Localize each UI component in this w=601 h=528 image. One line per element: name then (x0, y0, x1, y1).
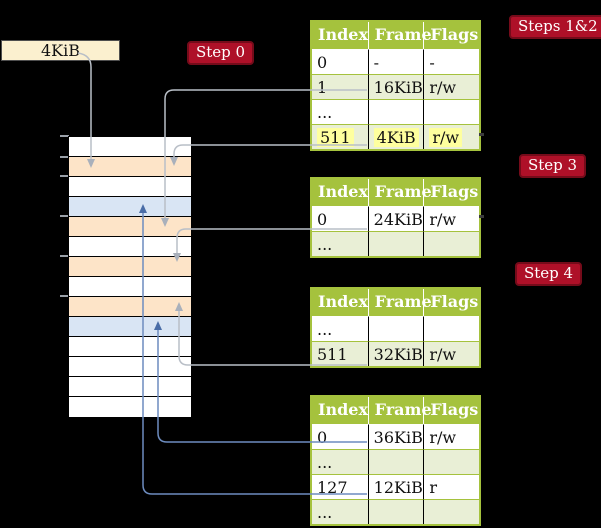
table-cell (423, 99, 479, 124)
table-row: ... (312, 231, 479, 256)
column-header: Flags (423, 289, 479, 316)
column-header: Flags (423, 22, 479, 49)
table-row: ... (312, 99, 479, 124)
badge-step-0: Step 0 (187, 41, 255, 65)
highlighted-value: r/w (429, 127, 463, 147)
memory-row-peach (69, 297, 191, 317)
table-cell: 12KiB (367, 474, 424, 499)
table-cell: ... (312, 449, 368, 474)
address-tick (60, 156, 69, 158)
frame-size-label: 4KiB (40, 41, 80, 60)
table-row: ... (312, 499, 479, 524)
column-header: Index (312, 397, 368, 424)
column-header: Frame (367, 289, 432, 316)
column-header: Index (312, 22, 368, 49)
memory-row-white (69, 237, 191, 257)
table-cell (423, 316, 479, 341)
address-tick (60, 135, 69, 137)
table-cell (423, 449, 479, 474)
table-cell: - (367, 49, 424, 74)
address-tick (60, 215, 69, 217)
badge-steps-1-2: Steps 1&2 (509, 15, 601, 39)
table-cell: 511 (312, 124, 368, 149)
memory-row-peach (69, 217, 191, 237)
table-cell: 32KiB (367, 341, 424, 366)
memory-row-white (69, 377, 191, 397)
column-header: Index (312, 289, 368, 316)
table-cell (367, 449, 424, 474)
table-cell: r/w (423, 341, 479, 366)
highlighted-value: 511 (317, 127, 354, 147)
memory-row-peach (69, 257, 191, 277)
table-cell: r/w (423, 124, 479, 149)
table-cell: r/w (423, 74, 479, 99)
table-row: 511 4KiB r/w (312, 124, 479, 149)
table-cell: ... (312, 99, 368, 124)
address-tick (60, 175, 69, 177)
badge-step-3: Step 3 (519, 154, 587, 178)
column-header: Frame (367, 179, 432, 206)
table-cell (367, 316, 424, 341)
badge-step-4: Step 4 (515, 262, 583, 286)
table-cell: ... (312, 499, 368, 524)
frame-size-box: 4KiB (1, 40, 120, 61)
table-cell (423, 231, 479, 256)
memory-row-white (69, 277, 191, 297)
table-cell: 36KiB (367, 424, 424, 449)
column-header: Flags (423, 179, 479, 206)
table-cell (423, 499, 479, 524)
table-cell: r/w (423, 206, 479, 231)
table-cell (367, 99, 424, 124)
address-tick (60, 255, 69, 257)
column-header: Frame (367, 397, 432, 424)
column-header: Frame (367, 22, 432, 49)
memory-row-white (69, 357, 191, 377)
table-cell: 4KiB (367, 124, 424, 149)
memory-row-blue (69, 197, 191, 217)
memory-row-white (69, 137, 191, 157)
table-cell: 511 (312, 341, 368, 366)
table-cell: 0 (312, 206, 368, 231)
table-cell: - (423, 49, 479, 74)
table-cell: 127 (312, 474, 368, 499)
table-cell: ... (312, 316, 368, 341)
table-cell: ... (312, 231, 368, 256)
table-cell: 24KiB (367, 206, 424, 231)
memory-row-white (69, 397, 191, 417)
column-header: Index (312, 179, 368, 206)
memory-row-peach (69, 157, 191, 177)
table-cell (367, 231, 424, 256)
table-row: 0-- (312, 49, 479, 74)
table-cell: r/w (423, 424, 479, 449)
table-row: ... (312, 316, 479, 341)
column-header: Flags (423, 397, 479, 424)
table-cell (367, 499, 424, 524)
highlighted-value: 4KiB (373, 127, 419, 147)
table-cell: 1 (312, 74, 368, 99)
memory-row-blue (69, 317, 191, 337)
memory-row-white (69, 337, 191, 357)
table-cell: 0 (312, 424, 368, 449)
memory-column (68, 136, 192, 418)
table-cell: 0 (312, 49, 368, 74)
table-cell: r (423, 474, 479, 499)
address-tick (60, 295, 69, 297)
table-row: ... (312, 449, 479, 474)
memory-row-white (69, 177, 191, 197)
table-cell: 16KiB (367, 74, 424, 99)
